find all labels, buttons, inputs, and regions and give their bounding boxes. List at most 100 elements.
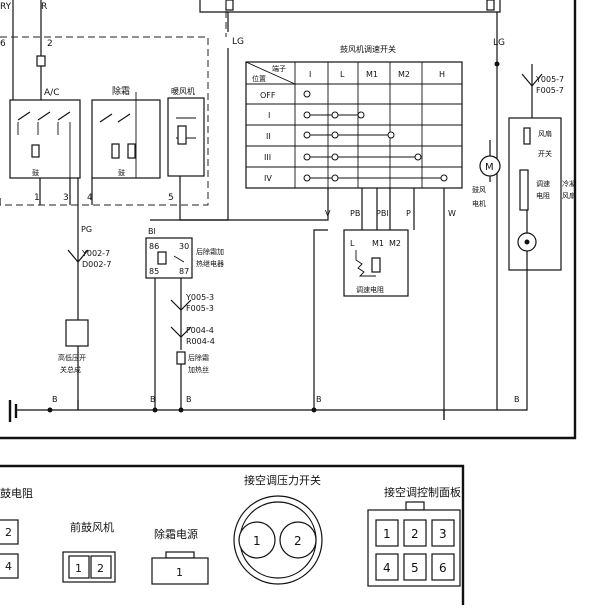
fan-pin-box-2 <box>90 555 112 579</box>
relay-85: 85 <box>149 267 159 276</box>
relay-coil <box>157 251 167 265</box>
wire-v <box>150 188 329 221</box>
fan-row-3: II <box>266 132 271 141</box>
relay-87: 87 <box>179 267 189 276</box>
right-conn-1: Y005-7 <box>535 75 564 84</box>
fan-row-2: I <box>268 111 270 120</box>
defrost-bottom: 鼓 <box>118 168 125 177</box>
right-resistor <box>519 169 529 211</box>
ac-switch-lamp <box>31 144 40 158</box>
fan-row-1: OFF <box>260 91 276 100</box>
defrost-contacts <box>99 113 131 123</box>
upper-frame <box>0 0 577 440</box>
mid-conn-arrow-1 <box>170 299 192 311</box>
ground-symbol <box>8 400 18 422</box>
pin-3: 3 <box>63 193 69 203</box>
rear-heater <box>176 351 186 365</box>
fan-table-corner-bottom: 位置 <box>252 74 266 83</box>
fan-hub <box>524 239 530 245</box>
right-fuse <box>523 127 531 145</box>
ac-switch-title: A/C <box>44 88 59 98</box>
resistor-coil <box>355 250 376 277</box>
wire-label-p: P <box>406 209 411 218</box>
ac-switch-contacts <box>17 111 71 121</box>
panel-pin-6: 6 <box>439 561 447 575</box>
relay-86: 86 <box>149 242 159 251</box>
blower-label-1: 鼓风 <box>472 185 486 194</box>
mid-conn-3: F004-4 <box>186 326 214 335</box>
mid-conn-arrow-2 <box>170 326 192 338</box>
wire-label-v: V <box>325 209 331 218</box>
resistor-label: 调速电阻 <box>356 285 384 294</box>
mid-conn-4: R004-4 <box>186 337 215 346</box>
w10 <box>77 229 328 410</box>
label-r: R <box>41 2 47 12</box>
pin-4: 4 <box>87 193 93 203</box>
ground-bus <box>16 400 528 411</box>
defrost-resistor-1 <box>111 143 120 159</box>
right-conn-2: F005-7 <box>536 86 564 95</box>
left-pin-box-1 <box>0 519 19 545</box>
ac-switch-bottom: 鼓 <box>32 168 39 177</box>
junction <box>494 61 500 67</box>
resistor-element <box>371 257 381 273</box>
ac-relay-coil <box>177 125 187 145</box>
resistor-m1: M1 <box>372 239 384 248</box>
relay-label-2: 热继电器 <box>196 259 224 268</box>
panel-conn-title: 接空调控制面板 <box>384 485 461 499</box>
fan-table-corner-top: 端子 <box>272 64 286 73</box>
label-6: 6 <box>0 39 6 49</box>
fan-conn-pin-1: 1 <box>75 562 82 575</box>
panel-pin-3: 3 <box>439 527 447 541</box>
ac-switch-legs <box>17 122 71 178</box>
defrost-relay <box>145 237 193 279</box>
wire-label-pb: PB <box>350 209 360 218</box>
label-lg-right: LG <box>493 38 505 48</box>
defrost-conn-tab <box>165 551 195 559</box>
pressure-conn-pin-1: 1 <box>253 534 261 548</box>
fan-col-5: H <box>439 70 445 79</box>
pressure-conn-title: 接空调压力开关 <box>244 473 321 487</box>
pressure-label-1: 高低压开 <box>58 353 86 362</box>
left-pin-box-2 <box>0 553 19 579</box>
fuse-r <box>36 55 46 67</box>
label-2: 2 <box>47 39 53 49</box>
left-conn-1: Y002-7 <box>81 249 110 258</box>
ground-b-5: B <box>514 395 520 404</box>
fan-col-2: L <box>340 70 345 79</box>
blower-motor-symbol: M <box>485 162 494 173</box>
resistor-l: L <box>350 239 355 248</box>
top-bus <box>199 0 501 13</box>
wire-label-pbl: PBl <box>376 209 389 218</box>
right-label-3: 调速 <box>536 179 550 188</box>
ground-junctions <box>47 407 317 413</box>
resistor-m2: M2 <box>389 239 401 248</box>
switch-module-frame <box>0 36 209 206</box>
right-conn-arrow <box>521 73 543 87</box>
wire-label-pg: PG <box>81 225 92 234</box>
relay-30: 30 <box>179 242 189 251</box>
pressure-pin-2-ring <box>279 521 317 559</box>
bottom-left-pin-1: 2 <box>5 526 12 539</box>
defrost-conn-body <box>151 557 209 585</box>
defrost-conn-pin: 1 <box>176 566 183 579</box>
lower-frame <box>0 464 465 605</box>
panel-pin-5: 5 <box>411 561 419 575</box>
defrost-legs <box>135 92 150 178</box>
heater-label-1: 后除霜 <box>188 353 209 362</box>
fan-pin-box-1 <box>68 555 90 579</box>
pin-5: 5 <box>168 193 174 203</box>
wire-label-bl: Bl <box>148 227 156 236</box>
fan-col-3: M1 <box>366 70 378 79</box>
defrost-switch-title: 除霜 <box>112 85 130 97</box>
fan-table-connections <box>303 90 448 182</box>
fan-col-1: I <box>309 70 311 79</box>
defrost-conn-title: 除霜电源 <box>154 527 198 541</box>
relay-contact <box>173 255 185 263</box>
right-side-1: 冷凝 <box>562 179 576 188</box>
label-ry: RY <box>0 2 12 12</box>
bottom-left-title: 鼓电阻 <box>0 486 33 500</box>
fan-row-5: IV <box>264 174 272 183</box>
pin-1: 1 <box>34 193 40 203</box>
